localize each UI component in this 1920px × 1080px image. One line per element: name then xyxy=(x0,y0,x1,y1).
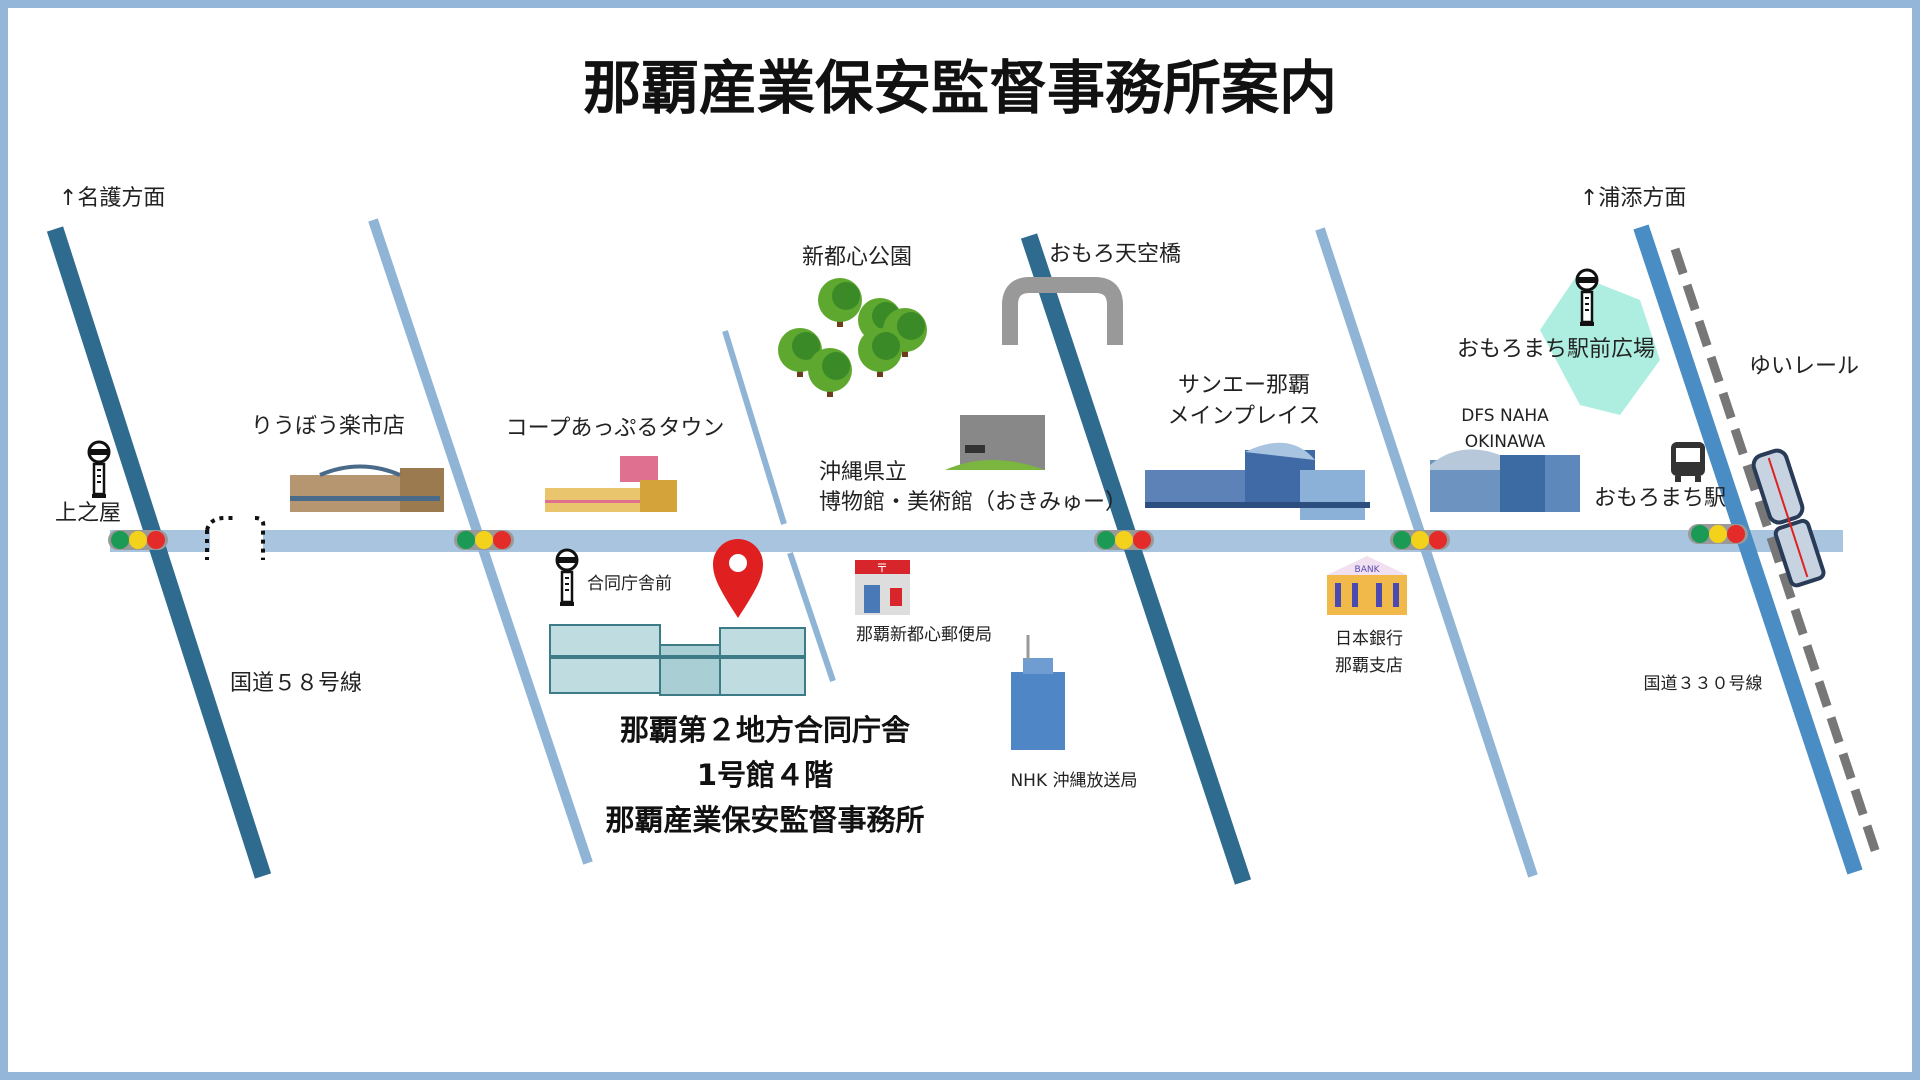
side-road-2b xyxy=(787,552,836,682)
destination-office: 那覇産業保安監督事務所 xyxy=(605,803,924,837)
park-trees-icon xyxy=(778,278,927,397)
traffic-light-icon xyxy=(1390,530,1450,550)
museum-label-1: 沖縄県立 xyxy=(819,460,907,485)
bus-stop-icon xyxy=(555,548,579,608)
plaza-label: おもろまち駅前広場 xyxy=(1457,337,1655,362)
dfs-label-1: DFS NAHA xyxy=(1461,406,1549,426)
direction-urasoe: ↑浦添方面 xyxy=(1580,186,1686,211)
traffic-light-icon xyxy=(1094,530,1154,550)
bus-stop-icon xyxy=(87,440,111,500)
bank-sign: BANK xyxy=(1355,565,1381,575)
omoro-road xyxy=(1020,233,1252,885)
bank-building-icon: BANK xyxy=(1327,556,1407,615)
destination-building: 那覇第２地方合同庁舎 xyxy=(620,713,910,747)
traffic-light-icon xyxy=(1688,524,1748,544)
boj-label-1: 日本銀行 xyxy=(1335,629,1403,649)
side-road-3 xyxy=(1315,227,1538,878)
nhk-label: NHK 沖縄放送局 xyxy=(1010,771,1137,791)
nhk-tower-icon xyxy=(1011,635,1065,750)
bus-stop-godo-label: 合同庁舎前 xyxy=(587,574,672,594)
bridge-label: おもろ天空橋 xyxy=(1049,242,1181,267)
destination-floor: 1号館４階 xyxy=(697,758,833,792)
plaza-area xyxy=(1540,275,1660,415)
museum-label-2: 博物館・美術館（おきみゅー） xyxy=(819,490,1127,515)
boj-label-2: 那覇支店 xyxy=(1335,656,1403,676)
post-office-label: 那覇新都心郵便局 xyxy=(856,625,992,645)
main-road xyxy=(110,516,1843,560)
post-office-icon: 〒 xyxy=(855,560,910,615)
monorail-train-icon xyxy=(1751,448,1826,588)
coop-building-icon xyxy=(545,456,677,512)
page-title: 那覇産業保安監督事務所案内 xyxy=(583,54,1337,122)
museum-building-icon xyxy=(945,415,1045,470)
bridge-icon xyxy=(1002,277,1123,345)
dfs-label-2: OKINAWA xyxy=(1465,432,1546,452)
coop-label: コープあっぷるタウン xyxy=(506,416,725,441)
monorail-track xyxy=(1670,247,1881,855)
dfs-building-icon xyxy=(1430,449,1580,512)
ryubo-building-icon xyxy=(290,464,444,512)
monorail-label: ゆいレール xyxy=(1749,354,1859,379)
traffic-light-icon xyxy=(454,530,514,550)
side-road-2a xyxy=(722,330,787,525)
route58-label: 国道５８号線 xyxy=(230,671,362,696)
traffic-light-icon xyxy=(108,530,168,550)
route58-road xyxy=(46,226,272,879)
station-label: おもろまち駅 xyxy=(1594,486,1726,511)
bus-icon xyxy=(1671,442,1705,482)
sana-building-icon xyxy=(1145,442,1370,520)
route330-label: 国道３３０号線 xyxy=(1644,674,1763,694)
sana-label-1: サンエー那覇 xyxy=(1178,373,1310,398)
svg-text:〒: 〒 xyxy=(876,561,888,575)
location-pin-icon xyxy=(713,539,763,618)
bus-stop-uenoya-label: 上之屋 xyxy=(55,501,121,526)
ryubo-label: りうぼう楽市店 xyxy=(251,414,405,439)
park-label: 新都心公園 xyxy=(802,245,912,270)
sana-label-2: メインプレイス xyxy=(1168,404,1321,429)
route330-road xyxy=(1633,224,1863,875)
direction-nago: ↑名護方面 xyxy=(59,186,165,211)
government-building-icon xyxy=(549,624,806,696)
